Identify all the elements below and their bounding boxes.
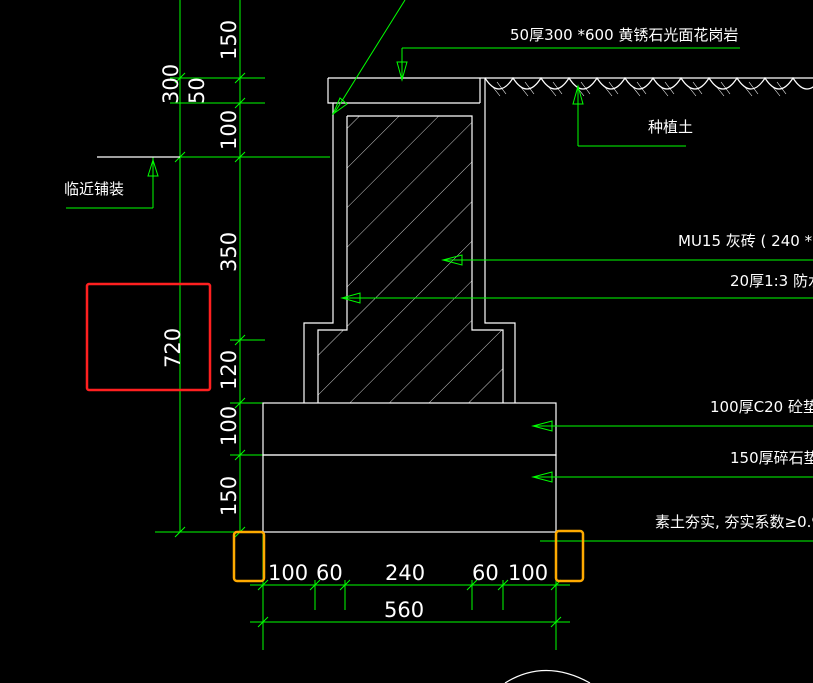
dim-350: 350 <box>217 232 241 272</box>
highlight-box-left <box>232 530 266 583</box>
dim-120: 120 <box>217 350 241 390</box>
dim-150-top: 150 <box>217 20 241 60</box>
note-adjacent-paving: 临近铺装 <box>64 180 124 198</box>
note-brick: MU15 灰砖 ( 240 * <box>678 232 813 250</box>
partial-arc <box>504 669 591 683</box>
highlight-box-right <box>554 529 585 583</box>
dim-50: 50 <box>185 77 209 104</box>
dim-100-right: 100 <box>508 561 548 585</box>
note-gravel-cushion: 150厚碎石垫 <box>730 449 813 467</box>
note-c20-cushion: 100厚C20 砼垫 <box>710 398 813 416</box>
horizontal-dimension-lines <box>250 532 570 650</box>
leader-lines <box>66 0 813 542</box>
dim-720: 720 <box>161 328 185 368</box>
dim-240: 240 <box>385 561 425 585</box>
dim-60-right: 60 <box>472 561 499 585</box>
dim-300: 300 <box>159 64 183 104</box>
dim-100-cap: 100 <box>217 110 241 150</box>
vertical-dimension-lines <box>155 0 330 538</box>
dim-100-c20: 100 <box>217 406 241 446</box>
dim-60-left: 60 <box>316 561 343 585</box>
note-planting-soil: 种植土 <box>648 118 693 136</box>
foundation-layers <box>262 402 557 533</box>
dim-150-gravel: 150 <box>217 476 241 516</box>
note-compacted-soil: 素土夯实, 夯实系数≥0.9 <box>655 513 813 531</box>
note-granite-cap: 50厚300 *600 黄锈石光面花岗岩 <box>510 26 738 44</box>
note-waterproof: 20厚1:3 防水 <box>730 272 813 290</box>
planting-soil-surface <box>484 76 813 97</box>
dim-100-left: 100 <box>268 561 308 585</box>
dim-560-total: 560 <box>384 598 424 622</box>
wall-section <box>303 77 516 403</box>
highlight-box-720 <box>85 282 212 392</box>
